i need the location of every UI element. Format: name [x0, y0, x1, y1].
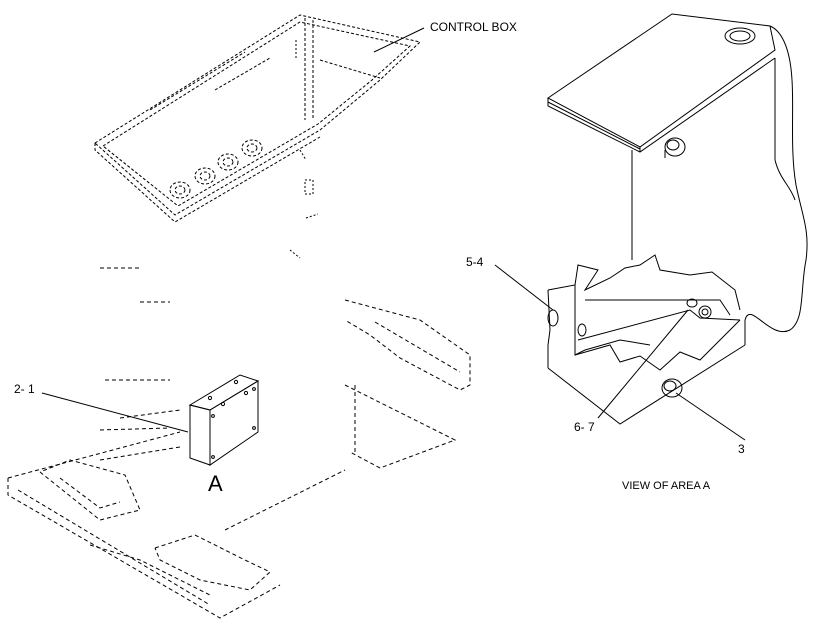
leader-5-4 [494, 264, 554, 311]
label-6-7: 6- 7 [574, 420, 595, 434]
control-box-knobs [169, 139, 263, 199]
label-control-box: CONTROL BOX [430, 20, 517, 34]
control-box-center-marks [289, 40, 319, 259]
label-area-a: A [208, 471, 223, 496]
junction-box [188, 374, 260, 466]
frame-outline [7, 267, 471, 619]
leader-3 [675, 392, 746, 441]
detail-bolt-bottom [661, 378, 683, 398]
label-5-4: 5-4 [466, 255, 484, 269]
detail-cutaway-bracket [547, 254, 741, 371]
control-box-outline [94, 14, 422, 223]
leader-6-7 [597, 309, 689, 419]
label-2-1: 2- 1 [14, 382, 35, 396]
detail-housing [547, 13, 808, 425]
detail-bolt-top [664, 137, 686, 158]
leader-2-1 [41, 392, 189, 433]
label-3: 3 [738, 442, 745, 456]
label-view-caption: VIEW OF AREA A [622, 480, 711, 492]
leader-control-box [373, 27, 425, 53]
